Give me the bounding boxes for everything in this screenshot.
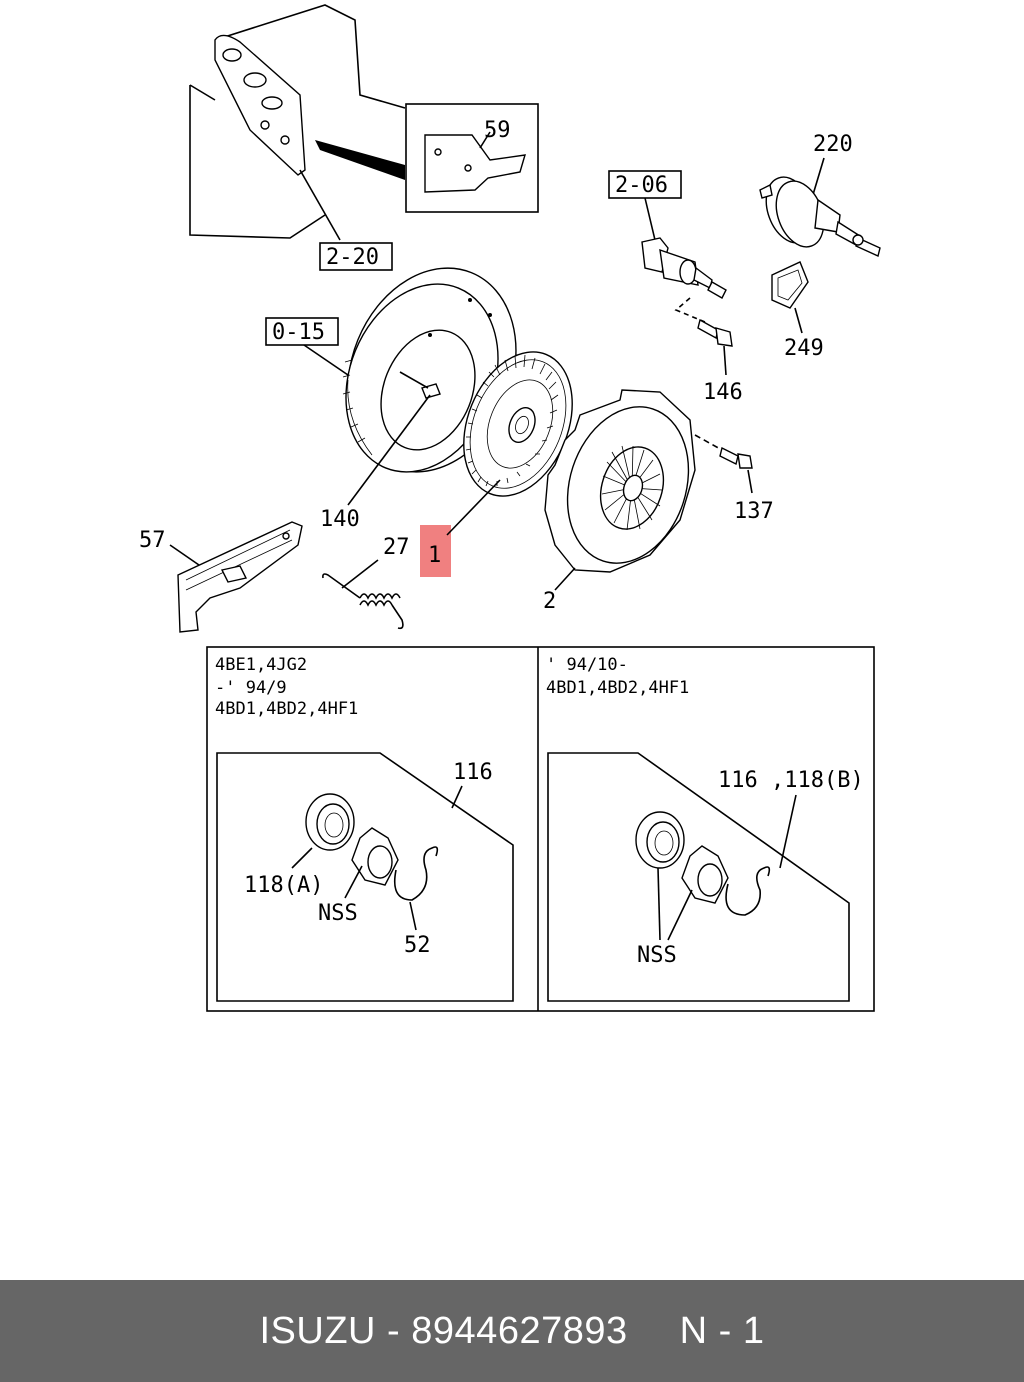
pressure-plate-illustration bbox=[544, 389, 696, 573]
callout-118a: 118(A) bbox=[244, 873, 323, 898]
gasket-249-illustration bbox=[771, 261, 809, 309]
parts-diagram: 59 2-20 0-15 140 1 2 bbox=[139, 4, 881, 1012]
variant-right-line1: ' 94/10- bbox=[546, 655, 628, 675]
footer-brand: ISUZU bbox=[259, 1309, 376, 1352]
variant-left-line2: -' 94/9 bbox=[215, 678, 287, 698]
footer-part-number: 8944627893 bbox=[411, 1309, 628, 1352]
callout-27: 27 bbox=[383, 535, 410, 560]
variant-left-line3: 4BD1,4BD2,4HF1 bbox=[215, 699, 358, 719]
booster-220-illustration bbox=[759, 176, 881, 257]
bolt-137-illustration bbox=[694, 434, 753, 469]
callout-0-15-box bbox=[265, 317, 339, 346]
nss-left: NSS bbox=[318, 901, 358, 926]
release-bearing-left-illustration bbox=[305, 793, 439, 901]
callout-57: 57 bbox=[139, 528, 166, 553]
variant-left-line1: 4BE1,4JG2 bbox=[215, 655, 307, 675]
callout-59: 59 bbox=[484, 118, 511, 143]
variant-right: ' 94/10- 4BD1,4BD2,4HF1 116 ,118(B) NSS bbox=[546, 655, 864, 1002]
footer-page: N - 1 bbox=[679, 1309, 765, 1352]
bracket-assembly-illustration bbox=[189, 4, 406, 241]
callout-52: 52 bbox=[404, 933, 431, 958]
callout-2-20: 2-20 bbox=[326, 245, 379, 270]
footer-separator: - bbox=[376, 1309, 412, 1352]
variant-panel-frame bbox=[206, 646, 875, 1012]
callout-220: 220 bbox=[813, 132, 853, 157]
return-spring-illustration bbox=[322, 573, 404, 630]
nss-right: NSS bbox=[637, 943, 677, 968]
callout-140: 140 bbox=[320, 507, 360, 532]
release-bearing-right-illustration bbox=[635, 811, 771, 916]
footer-bar: ISUZU - 8944627893 N - 1 bbox=[0, 1280, 1024, 1382]
bracket-59-illustration bbox=[424, 134, 526, 193]
slave-cylinder-illustration bbox=[641, 237, 733, 347]
callout-116-left: 116 bbox=[453, 760, 493, 785]
callout-2-06: 2-06 bbox=[615, 173, 668, 198]
highlight-part-1 bbox=[420, 525, 451, 577]
callout-2-20-box bbox=[319, 242, 393, 271]
variant-right-line2: 4BD1,4BD2,4HF1 bbox=[546, 678, 689, 698]
callout-2: 2 bbox=[543, 589, 556, 614]
release-fork-illustration bbox=[177, 521, 303, 633]
callout-59-box bbox=[405, 103, 539, 213]
callout-1: 1 bbox=[428, 543, 441, 568]
variant-left: 4BE1,4JG2 -' 94/9 4BD1,4BD2,4HF1 116 118… bbox=[215, 655, 514, 1002]
callout-146: 146 bbox=[703, 380, 743, 405]
callout-116-118b: 116 ,118(B) bbox=[718, 768, 864, 793]
callout-249: 249 bbox=[784, 336, 824, 361]
callout-0-15: 0-15 bbox=[272, 320, 325, 345]
callout-137: 137 bbox=[734, 499, 774, 524]
